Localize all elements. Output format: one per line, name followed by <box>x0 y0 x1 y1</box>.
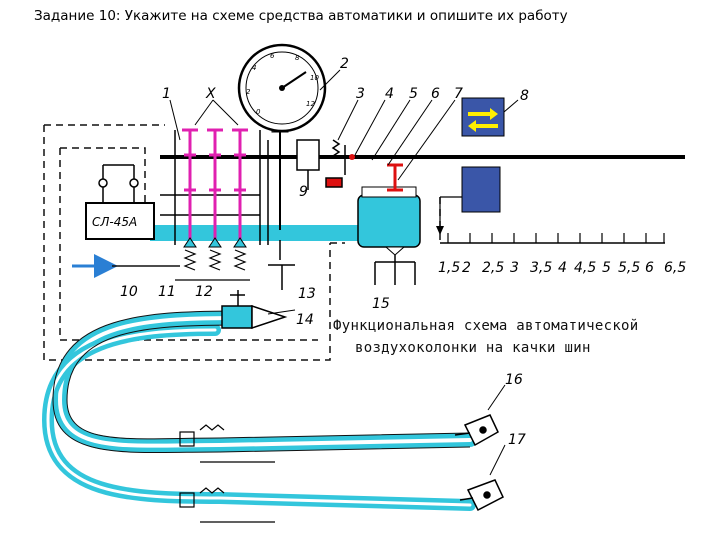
label-7: 7 <box>454 86 463 102</box>
label-12: 12 <box>195 284 213 300</box>
scale-5: 5 <box>602 260 611 276</box>
label-8: 8 <box>520 88 529 104</box>
scale-4-5: 4,5 <box>574 260 596 276</box>
label-1: 1 <box>162 86 171 102</box>
dashed-control-circuit <box>43 124 441 361</box>
page-title: Задание 10: Укажите на схеме средства ав… <box>34 8 568 24</box>
label-15: 15 <box>372 296 390 312</box>
scale-4: 4 <box>558 260 567 276</box>
contact-point <box>349 154 355 160</box>
scale-3-5: 3,5 <box>530 260 552 276</box>
label-17: 17 <box>508 432 526 448</box>
diagram-caption-line-2: воздухоколонки на качки шин <box>355 340 591 356</box>
scale-2-5: 2,5 <box>482 260 504 276</box>
label-5: 5 <box>409 86 418 102</box>
tire-valve-17 <box>459 479 504 512</box>
tire-valve-16 <box>454 414 499 447</box>
label-13: 13 <box>298 286 316 302</box>
gauge-tick-6: 12 <box>306 100 315 108</box>
controller-label: СЛ-45А <box>92 215 137 229</box>
scale-6: 6 <box>645 260 654 276</box>
gauge-tick-1: 2 <box>246 88 251 96</box>
gauge-tick-5: 10 <box>310 74 319 82</box>
scale-2: 2 <box>462 260 471 276</box>
nozzle-assembly <box>221 290 288 330</box>
label-9: 9 <box>299 184 308 200</box>
air-hose <box>41 225 477 511</box>
leader-lines <box>169 69 519 476</box>
label-4: 4 <box>385 86 394 102</box>
label-x: Х <box>205 86 216 102</box>
gauge-tick-2: 4 <box>252 64 256 72</box>
pressure-relay <box>296 139 346 190</box>
solenoid-valves <box>160 130 269 245</box>
pressure-gauge: 0 2 4 6 8 10 12 <box>237 43 327 230</box>
gauge-tick-3: 6 <box>270 52 275 60</box>
label-14: 14 <box>296 312 314 328</box>
indicator-panel <box>461 97 505 137</box>
pink-valve-stems <box>182 128 248 240</box>
check-valve <box>268 240 295 290</box>
label-3: 3 <box>356 86 365 102</box>
hose-couplings <box>179 424 275 523</box>
receiver-tank <box>357 163 421 285</box>
label-16: 16 <box>505 372 523 388</box>
scale-6-5: 6,5 <box>664 260 686 276</box>
diagram-caption-line-1: Функциональная схема автоматической <box>333 318 639 334</box>
direction-arrows-icon <box>468 108 498 132</box>
scale-5-5: 5,5 <box>618 260 640 276</box>
controller-box <box>85 202 155 240</box>
scale-1-5: 1,5 <box>438 260 460 276</box>
gauge-tick-4: 8 <box>295 54 300 62</box>
label-2: 2 <box>340 56 349 72</box>
label-11: 11 <box>158 284 176 300</box>
label-10: 10 <box>120 284 138 300</box>
label-6: 6 <box>431 86 440 102</box>
valve-springs <box>175 249 250 281</box>
hose-outline <box>52 310 471 454</box>
gauge-tick-0: 0 <box>256 108 261 116</box>
display-unit <box>461 166 501 213</box>
scale-ticks <box>447 233 665 243</box>
scale-3: 3 <box>510 260 519 276</box>
valve-outlets <box>183 237 247 248</box>
